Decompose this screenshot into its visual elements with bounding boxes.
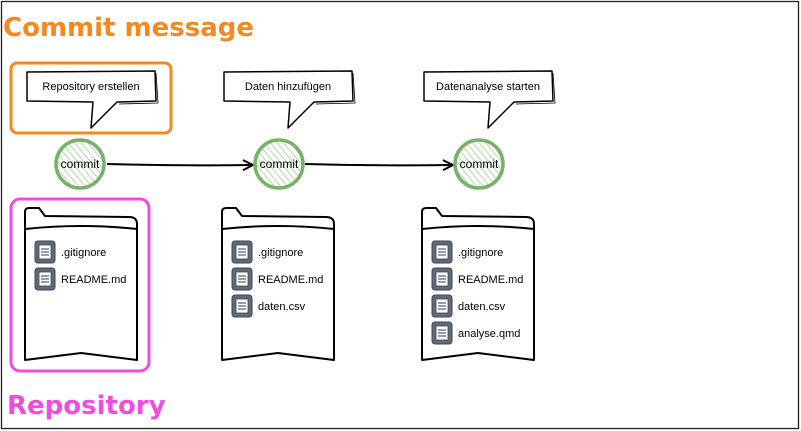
commit-node: commit — [253, 138, 305, 190]
repository-label: Repository — [7, 391, 166, 421]
file-name: daten.csv — [258, 301, 306, 313]
commit-message-text: Repository erstellen — [42, 81, 139, 93]
commit-label: commit — [260, 157, 299, 171]
commit-message-text: Daten hinzufügen — [245, 81, 331, 93]
file-name: analyse.qmd — [458, 328, 520, 340]
commit-arrow-1 — [106, 159, 254, 172]
commit-circle-sketch-line — [456, 139, 500, 159]
file-name: README.md — [61, 274, 126, 286]
file-document-icon — [431, 294, 453, 318]
file-document-icon — [431, 321, 453, 345]
commit-column: Repository erstellen commit .gitignoreREAD… — [24, 70, 159, 361]
file-document-icon — [34, 267, 56, 291]
commit-message-bubble: Repository erstellen — [26, 70, 159, 129]
commit-node: commit — [54, 138, 106, 190]
folder-flap-line — [221, 225, 335, 230]
speech-bubble-sketch-line — [118, 72, 159, 105]
file-name: .gitignore — [458, 247, 503, 259]
speech-bubble-shape — [423, 70, 554, 129]
folder-flap-line — [421, 225, 535, 230]
commit-message-bubble: Datenanalyse starten — [423, 70, 556, 129]
file-item: daten.csv — [231, 294, 306, 318]
commit-message-bubble: Daten hinzufügen — [223, 70, 356, 129]
commit-column: Daten hinzufügen commit .gitignoreREADME.m… — [221, 70, 356, 361]
commit-message-label: Commit message — [3, 13, 254, 43]
file-document-icon — [231, 294, 253, 318]
file-document-icon — [231, 240, 253, 264]
file-document-icon — [431, 267, 453, 291]
file-item: .gitignore — [34, 240, 106, 264]
commit-arrow-2 — [304, 159, 454, 172]
commit-circle-sketch-line — [57, 139, 101, 159]
file-item: daten.csv — [431, 294, 506, 318]
file-item: .gitignore — [231, 240, 303, 264]
commit-node: commit — [453, 138, 505, 190]
speech-bubble-shape — [26, 70, 157, 129]
commit-circle-sketch-line — [256, 139, 300, 159]
file-document-icon — [34, 240, 56, 264]
file-document-icon — [231, 267, 253, 291]
file-item: .gitignore — [431, 240, 503, 264]
file-name: daten.csv — [458, 301, 506, 313]
commit-message-highlight — [9, 61, 173, 135]
commit-label: commit — [61, 157, 100, 171]
file-name: README.md — [458, 274, 523, 286]
commit-column: Datenanalyse starten commit .gitignoreREAD… — [421, 70, 556, 361]
file-item: README.md — [231, 267, 323, 291]
file-name: .gitignore — [258, 247, 303, 259]
speech-bubble-shape — [223, 70, 354, 129]
repository-highlight — [9, 197, 151, 373]
file-item: README.md — [34, 267, 126, 291]
folder-flap-line — [24, 225, 138, 230]
file-name: .gitignore — [61, 247, 106, 259]
file-document-icon — [431, 240, 453, 264]
speech-bubble-sketch-line — [515, 72, 556, 105]
commit-label: commit — [460, 157, 499, 171]
speech-bubble-sketch-line — [315, 72, 356, 105]
commit-message-text: Datenanalyse starten — [436, 81, 540, 93]
file-item: README.md — [431, 267, 523, 291]
file-item: analyse.qmd — [431, 321, 520, 345]
file-name: README.md — [258, 274, 323, 286]
